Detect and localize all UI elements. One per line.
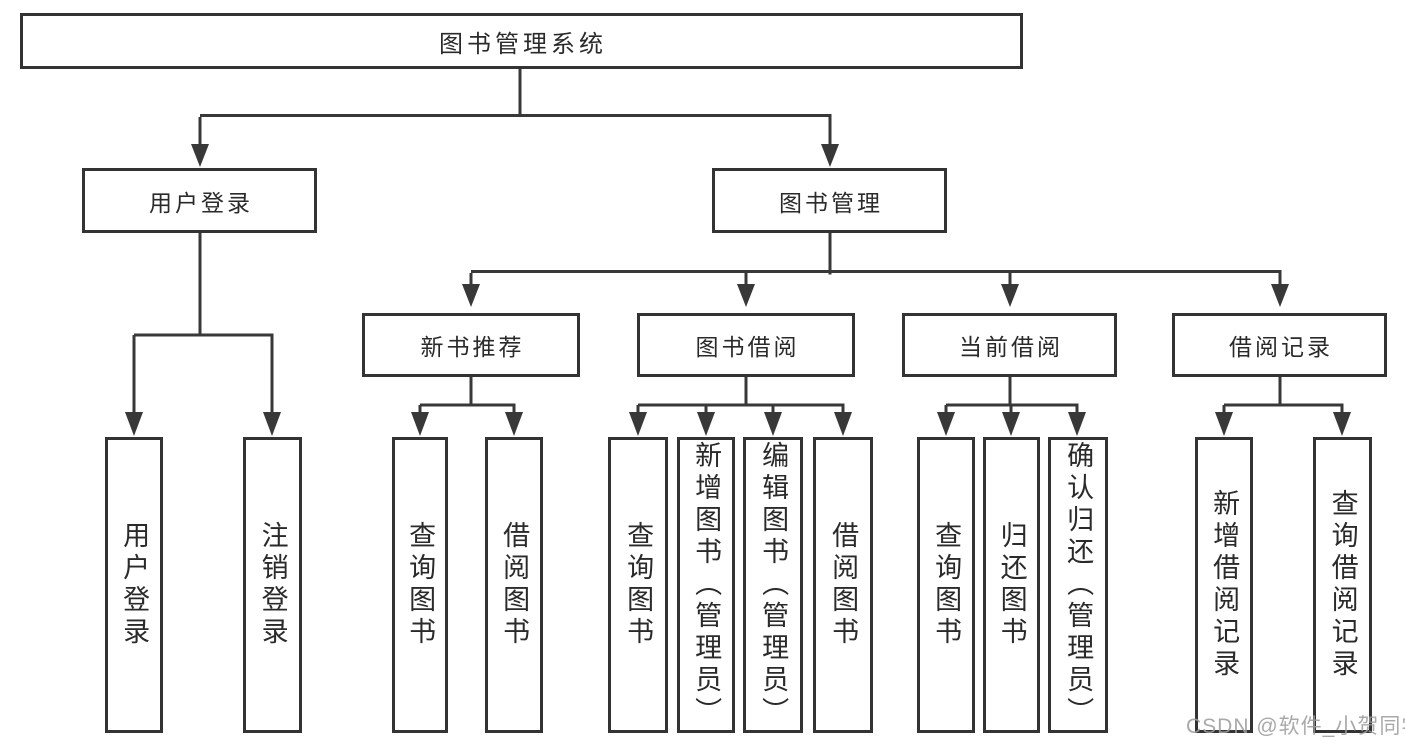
node-borrow-records-label: 借阅记录 xyxy=(1229,334,1333,360)
leaf-query-borrow-record: 查询借阅记录 xyxy=(1313,437,1372,733)
leaf-borrow-books-recommend-label: 借阅图书 xyxy=(499,521,530,649)
node-current-borrowing: 当前借阅 xyxy=(902,313,1117,377)
leaf-query-books-borrowing-label: 查询图书 xyxy=(623,521,654,649)
leaf-query-books-recommend: 查询图书 xyxy=(392,437,448,733)
leaf-add-borrow-record-label: 新增借阅记录 xyxy=(1209,489,1240,681)
leaf-add-borrow-record: 新增借阅记录 xyxy=(1195,437,1253,733)
leaf-query-books-recommend-label: 查询图书 xyxy=(405,521,436,649)
leaf-query-books-current-label: 查询图书 xyxy=(931,521,962,649)
node-new-book-recommend-label: 新书推荐 xyxy=(420,334,525,360)
node-user-login: 用户登录 xyxy=(82,168,317,233)
node-current-borrowing-label: 当前借阅 xyxy=(959,334,1063,360)
node-user-login-label: 用户登录 xyxy=(149,189,253,216)
node-borrow-records: 借阅记录 xyxy=(1172,313,1387,377)
node-book-management-label: 图书管理 xyxy=(779,189,883,216)
leaf-return-books: 归还图书 xyxy=(983,437,1040,733)
leaf-borrow-books-borrowing: 借阅图书 xyxy=(813,437,873,733)
leaf-user-login-label: 用户登录 xyxy=(119,521,150,649)
leaf-edit-book-admin: 编辑图书（管理员） xyxy=(743,437,803,733)
leaf-logout: 注销登录 xyxy=(243,437,302,733)
watermark: CSDN @软件_小贺同学 xyxy=(1186,715,1405,738)
leaf-edit-book-admin-label: 编辑图书（管理员） xyxy=(758,441,789,729)
leaf-user-login: 用户登录 xyxy=(105,437,163,733)
leaf-borrow-books-recommend: 借阅图书 xyxy=(485,437,543,733)
node-book-borrowing: 图书借阅 xyxy=(637,313,855,377)
leaf-query-books-borrowing: 查询图书 xyxy=(608,437,668,733)
node-new-book-recommend: 新书推荐 xyxy=(362,313,580,377)
leaf-add-book-admin: 新增图书（管理员） xyxy=(677,437,735,733)
leaf-confirm-return-admin: 确认归还（管理员） xyxy=(1048,437,1108,733)
leaf-add-book-admin-label: 新增图书（管理员） xyxy=(691,441,722,729)
node-book-management: 图书管理 xyxy=(712,168,947,233)
node-book-borrowing-label: 图书借阅 xyxy=(695,334,800,360)
leaf-query-borrow-record-label: 查询借阅记录 xyxy=(1327,489,1358,681)
leaf-return-books-label: 归还图书 xyxy=(996,521,1027,649)
node-library-system-label: 图书管理系统 xyxy=(439,30,607,58)
node-library-system: 图书管理系统 xyxy=(20,13,1023,69)
leaf-logout-label: 注销登录 xyxy=(257,521,288,649)
leaf-query-books-current: 查询图书 xyxy=(917,437,975,733)
leaf-borrow-books-borrowing-label: 借阅图书 xyxy=(828,521,859,649)
leaf-confirm-return-admin-label: 确认归还（管理员） xyxy=(1063,441,1094,729)
